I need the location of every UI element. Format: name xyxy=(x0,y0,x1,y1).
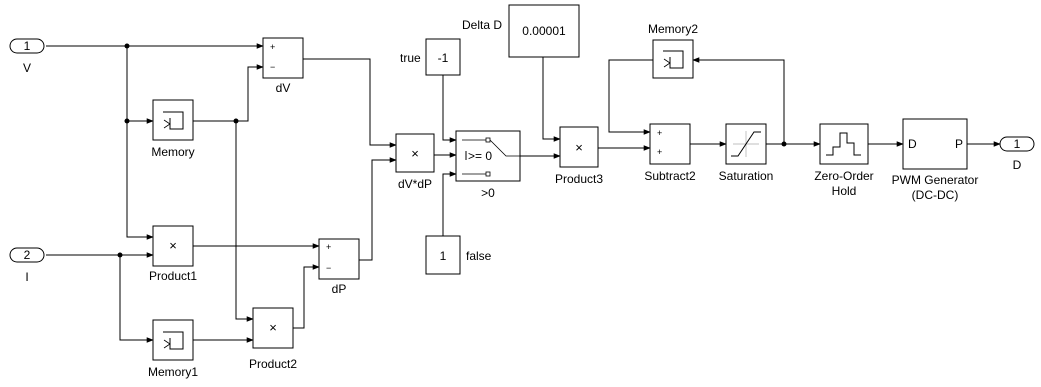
branch-dot xyxy=(233,118,239,124)
wire-dp-to-dvdp[interactable] xyxy=(359,157,397,261)
minus-sign: − xyxy=(270,62,275,72)
dp-subtract-block[interactable]: + − dP xyxy=(318,238,360,296)
branch-dot xyxy=(117,252,123,258)
pwm-label-line2: (DC-DC) xyxy=(912,188,959,202)
delta-d-value: 0.00001 xyxy=(522,24,566,38)
dv-label: dV xyxy=(276,81,291,95)
product1-block[interactable]: × Product1 xyxy=(149,225,197,283)
memory-icon xyxy=(163,111,184,130)
zoh-label-line2: Hold xyxy=(832,184,857,198)
memory-icon xyxy=(163,331,184,350)
memory2-block[interactable]: Memory2 xyxy=(648,22,698,79)
memory1-block[interactable]: Memory1 xyxy=(148,319,198,379)
wire-i-to-memory1[interactable] xyxy=(119,255,154,343)
wire-dv-to-dvdp[interactable] xyxy=(303,58,397,148)
delta-d-label: Delta D xyxy=(462,18,502,32)
zoh-icon xyxy=(826,132,861,156)
pwm-out-port-label: P xyxy=(955,137,963,151)
wire-memory2-to-subtract2[interactable] xyxy=(608,59,653,135)
zero-order-hold-block[interactable]: Zero-Order Hold xyxy=(814,123,874,198)
times-icon: × xyxy=(575,140,583,155)
memory-block[interactable]: Memory xyxy=(151,99,195,159)
constant-true-block[interactable]: -1 true xyxy=(400,38,461,76)
constant-false-block[interactable]: 1 false xyxy=(425,235,492,275)
plus-sign: + xyxy=(270,42,275,52)
subtract2-label: Subtract2 xyxy=(644,169,696,183)
pwm-in-port-label: D xyxy=(908,137,917,151)
branch-dot xyxy=(124,118,130,124)
wire-memory-to-product2[interactable] xyxy=(235,121,254,322)
switch-block[interactable]: >= 0 >0 xyxy=(455,130,521,200)
plus-sign: + xyxy=(326,242,331,252)
branch-points xyxy=(117,43,787,258)
dv-subtract-block[interactable]: + − dV xyxy=(262,37,304,95)
times-icon: × xyxy=(411,146,419,161)
zoh-label-line1: Zero-Order xyxy=(814,169,873,183)
delta-d-constant-block[interactable]: 0.00001 Delta D xyxy=(462,4,580,58)
inport-i-label: I xyxy=(25,270,28,284)
saturation-block[interactable]: Saturation xyxy=(719,123,774,183)
constant-false-value: 1 xyxy=(440,249,447,263)
wire-false-to-switch[interactable] xyxy=(442,171,457,236)
inport-i-number: 2 xyxy=(24,248,31,262)
memory1-label: Memory1 xyxy=(148,365,198,379)
saturation-label: Saturation xyxy=(719,169,774,183)
constant-true-label: true xyxy=(400,51,421,65)
outport-d-number: 1 xyxy=(1014,137,1021,151)
inport-v-label: V xyxy=(23,61,31,75)
plus-sign: + xyxy=(657,128,662,138)
memory2-label: Memory2 xyxy=(648,22,698,36)
minus-sign: − xyxy=(326,263,331,273)
dp-label: dP xyxy=(332,282,347,296)
pwm-generator-block[interactable]: D P PWM Generator (DC-DC) xyxy=(892,118,979,202)
times-icon: × xyxy=(169,238,177,253)
product2-block[interactable]: × Product2 xyxy=(249,307,297,371)
pwm-label-line1: PWM Generator xyxy=(892,173,979,187)
product3-block[interactable]: × Product3 xyxy=(555,126,603,186)
wire-memory-to-dv[interactable] xyxy=(193,64,264,122)
branch-dot xyxy=(781,141,787,147)
memory-icon xyxy=(663,50,684,69)
inport-i[interactable]: 2 I xyxy=(9,247,45,284)
dvdp-product-block[interactable]: × dV*dP xyxy=(395,133,435,191)
wire-deltad-to-product3[interactable] xyxy=(542,57,561,142)
branch-dot xyxy=(124,43,130,49)
constant-true-value: -1 xyxy=(438,51,449,65)
outport-d[interactable]: 1 D xyxy=(999,136,1035,172)
product2-label: Product2 xyxy=(249,357,297,371)
memory-label: Memory xyxy=(151,145,194,159)
wire-v-to-product1[interactable] xyxy=(126,121,154,240)
product3-label: Product3 xyxy=(555,172,603,186)
subtract2-block[interactable]: + + Subtract2 xyxy=(644,123,696,183)
inport-v-number: 1 xyxy=(24,39,31,53)
wire-feedback-to-memory2[interactable] xyxy=(692,57,785,144)
outport-d-label: D xyxy=(1013,158,1022,172)
switch-label: >0 xyxy=(481,186,495,200)
saturation-icon xyxy=(731,131,761,157)
wire-true-to-switch[interactable] xyxy=(442,75,457,143)
wire-v-to-memory[interactable] xyxy=(126,46,154,124)
times-icon: × xyxy=(269,320,277,335)
constant-false-label: false xyxy=(466,249,492,263)
dvdp-label: dV*dP xyxy=(398,177,432,191)
signal-lines xyxy=(46,43,1001,343)
product1-label: Product1 xyxy=(149,269,197,283)
inport-v[interactable]: 1 V xyxy=(9,38,45,75)
switch-condition: >= 0 xyxy=(468,149,492,163)
plus-sign: + xyxy=(657,147,662,157)
wire-product2-to-dp[interactable] xyxy=(293,264,320,329)
